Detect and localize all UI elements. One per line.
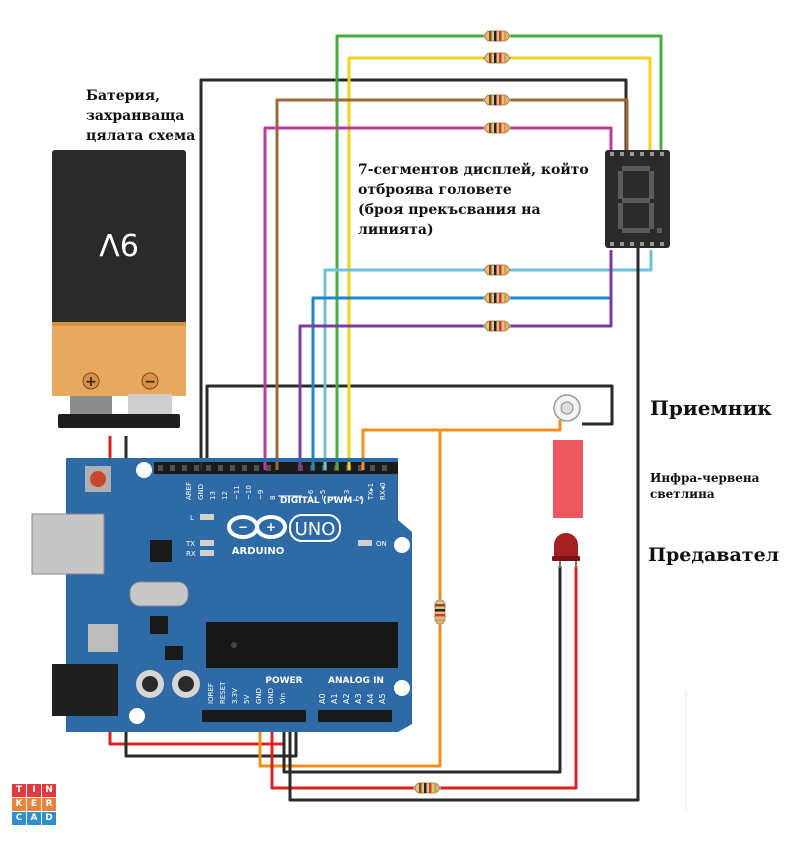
power-pin-label: IOREF [207,683,215,704]
led-rx-label: RX [186,550,196,558]
power-pin-label: 3.3V [231,688,239,704]
receiver-signal-wire [361,420,562,462]
power-header-label: POWER [265,676,302,686]
board-model: UNO [295,519,336,540]
digital-pin-label: 2 [355,496,363,500]
arduino-logo: − + [227,515,287,539]
led-tx-label: TX [185,540,195,548]
display-caption-line: линията) [358,222,434,238]
digital-header-label: DIGITAL (PWM~) [280,496,364,506]
board-brand: ARDUINO [232,546,284,557]
battery-plus-sign: + [85,374,97,390]
ir-led-transmitter[interactable] [552,533,580,568]
analog-pin-label: A2 [342,693,351,704]
power-pin-label: RESET [219,681,227,704]
logo-tile: R [42,798,56,811]
display-magenta-wire [263,126,613,462]
analog-pin-label: A4 [366,693,375,704]
power-pin-label: GND [255,688,263,704]
infrared-caption-line: светлина [650,487,715,501]
digital-pin-label: 4 [331,495,339,500]
infrared-beam [553,440,583,518]
battery-9v[interactable]: 9V + − [52,150,186,428]
arduino-uno-board[interactable]: DIGITAL (PWM~) AREF GND 13 12 ~11 ~10 ~9 8 7 ~6 ~5… [31,458,412,732]
ir-receiver[interactable] [553,394,581,422]
logo-tile: E [27,798,41,811]
analog-pin-label: A1 [330,693,339,704]
seven-segment-display[interactable] [605,150,670,248]
digital-pin-label: ~10 [245,485,253,500]
analog-pin-label: A5 [378,693,387,704]
on-led-label: ON [376,540,387,548]
power-pin-label: 5V [243,695,251,704]
resistors [412,30,512,794]
digital-pin-label: ~5 [319,490,327,500]
digital-pin-label: GND [197,484,205,500]
battery-caption-line: цялата схема [86,128,196,144]
digital-pin-label: RX◂0 [379,482,387,500]
infrared-caption: Инфра-червена светлина [650,470,759,502]
digital-pin-label: 12 [221,491,229,500]
logo-tile: D [42,812,56,825]
power-pin-labels: IOREF RESET 3.3V 5V GND GND Vin [207,681,287,704]
digital-pin-label: TX▸1 [367,483,375,501]
digital-pin-label: ~3 [343,490,351,500]
digital-pin-label: AREF [185,482,193,500]
digital-pin-label: ~6 [307,489,315,500]
display-caption-line: 7-сегментов дисплей, който [358,162,589,178]
battery-caption-line: захранваща [86,108,185,124]
gnd-receiver-wire [205,384,614,462]
display-caption: 7-сегментов дисплей, който отброява голо… [358,160,598,240]
display-yellow-wire [347,56,652,462]
logo-tile: K [12,798,26,811]
transmitter-black-wire [282,566,562,774]
battery-caption-line: Батерия, [86,88,161,104]
display-brown-wire [275,98,629,462]
analog-pin-label: A3 [354,693,363,704]
logo-tile: C [12,812,26,825]
battery-caption: Батерия, захранваща цялата схема [86,86,195,146]
power-pin-label: GND [267,688,275,704]
digital-pin-label: ~11 [233,485,241,500]
wires [108,34,663,802]
svg-text:−: − [238,520,248,534]
digital-pin-label: 13 [209,491,217,500]
digital-pin-label: ~9 [257,490,265,500]
wire-pin-ends [199,462,365,470]
logo-tile: N [42,784,56,797]
vin-black-wire [288,236,640,802]
logo-tile: I [27,784,41,797]
digital-pin-labels: AREF GND 13 12 ~11 ~10 ~9 8 7 ~6 ~5 4 ~3 2 TX▸1 RX◂0 [185,482,387,501]
display-caption-line: (броя прекъсвания на [358,202,541,218]
logo-tile: A [27,812,41,825]
infrared-caption-line: Инфра-червена [650,471,760,485]
analog-header-label: ANALOG IN [328,676,384,686]
battery-voltage-text: 9V [99,226,139,261]
power-pin-label: Vin [279,693,287,704]
display-purple-wire [298,250,613,462]
led-l-label: L [190,514,194,522]
digital-pin-label: 7 [295,496,303,500]
display-caption-line: отброява головете [358,182,512,198]
receiver-caption: Приемник [650,396,772,420]
battery-minus-sign: − [144,374,156,390]
svg-text:+: + [266,520,276,534]
digital-pin-label: 8 [269,496,277,500]
transmitter-caption: Предавател [648,544,780,566]
analog-pin-label: A0 [318,693,327,704]
logo-tile: T [12,784,26,797]
